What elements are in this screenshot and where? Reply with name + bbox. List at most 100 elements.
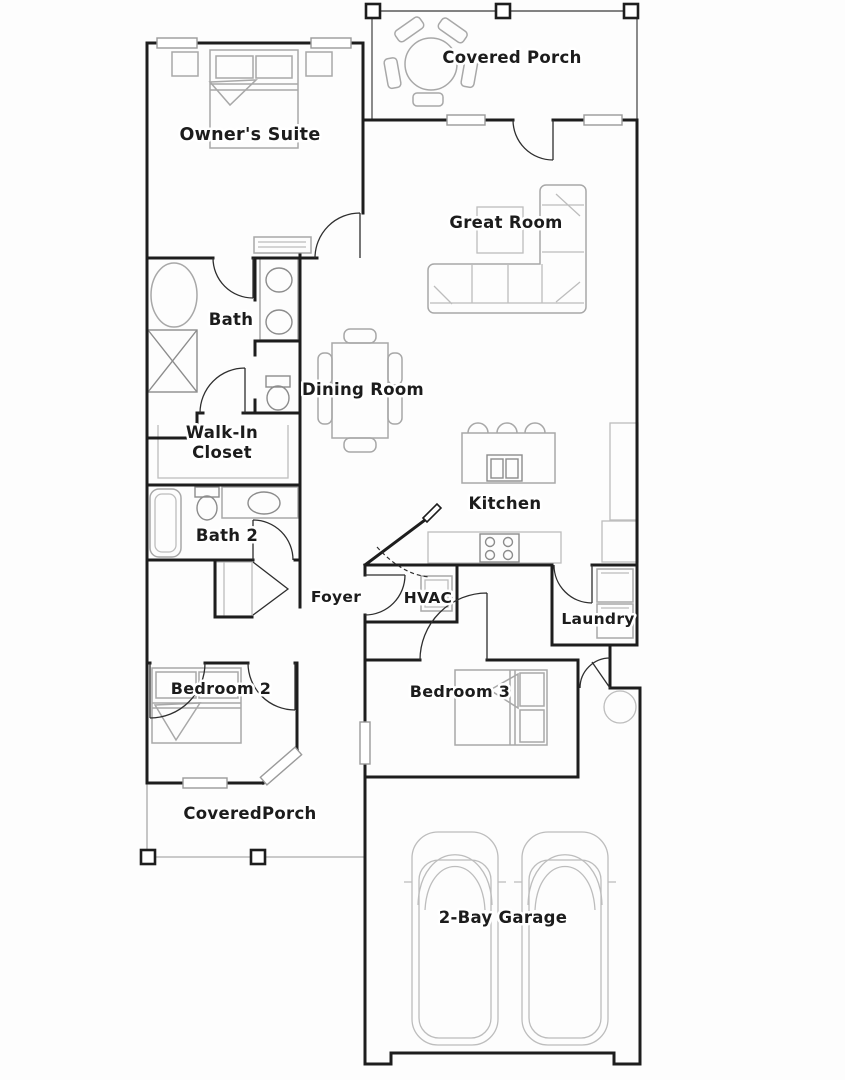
bathtub <box>150 262 198 328</box>
door-swing <box>512 119 554 161</box>
dining-chair <box>387 352 403 386</box>
nightstand <box>305 51 333 77</box>
dining-chair <box>317 391 333 425</box>
bedroom3-furniture <box>454 669 548 746</box>
porch-post <box>364 2 382 20</box>
kitchen-island <box>461 432 556 484</box>
windows <box>156 37 623 789</box>
bar-stool <box>496 422 518 434</box>
door-swing <box>314 212 361 259</box>
bed <box>454 669 548 746</box>
dresser <box>253 236 312 254</box>
bed <box>208 49 299 149</box>
utility-fixtures <box>420 568 637 724</box>
window <box>583 114 623 126</box>
interior-walls <box>145 253 639 779</box>
water-heater <box>603 690 637 724</box>
patio-chair <box>412 92 444 107</box>
porch-post <box>249 848 267 866</box>
bifold-door <box>252 561 290 616</box>
closet-shelf <box>215 561 253 617</box>
room-label-walk-in-closet-line1: Walk-In <box>186 423 258 442</box>
bar-stool <box>467 422 489 434</box>
door-swing <box>419 592 488 661</box>
door-swing <box>364 574 406 616</box>
dining-chair <box>387 391 403 425</box>
door-swing <box>252 519 294 561</box>
room-labels: Owner's Suite Covered Porch Great Room B… <box>168 46 637 930</box>
covered-porch-top-outline <box>364 2 640 120</box>
door-swing <box>149 662 206 719</box>
room-label-bedroom-3: Bedroom 3 <box>410 682 510 701</box>
refrigerator <box>601 520 639 563</box>
window <box>182 777 228 789</box>
bar-stool <box>524 422 546 434</box>
patio-chair <box>394 16 425 43</box>
sofa-sectional <box>427 184 587 314</box>
room-label-walk-in-closet-line2: Closet <box>192 443 252 462</box>
room-label-kitchen: Kitchen <box>469 494 542 513</box>
room-label-garage: 2-Bay Garage <box>439 908 568 927</box>
bedroom2-furniture <box>151 667 242 744</box>
room-label-dining-room: Dining Room <box>302 380 424 399</box>
room-label-covered-porch: Covered Porch <box>442 48 581 67</box>
toilet <box>265 375 291 411</box>
owners-suite-furniture <box>171 49 333 254</box>
bathtub <box>149 488 182 558</box>
patio-chair <box>437 17 468 44</box>
great-room-furniture <box>427 184 587 314</box>
door-swing <box>579 657 611 689</box>
door-swing <box>212 257 254 299</box>
room-label-bedroom-2: Bedroom 2 <box>171 679 271 698</box>
window <box>359 721 371 765</box>
room-label-laundry: Laundry <box>561 610 634 628</box>
shower <box>147 329 198 393</box>
dining-set <box>317 328 403 453</box>
kitchen-fixtures <box>427 422 639 564</box>
washer <box>596 568 634 603</box>
round-patio-table <box>404 37 458 91</box>
closet-shelf <box>157 425 289 479</box>
window <box>310 37 352 49</box>
door-swing <box>199 367 246 414</box>
front-door-swing <box>376 546 431 578</box>
patio-chair <box>460 56 479 89</box>
coffee-table <box>476 206 524 254</box>
pantry-cabinet <box>609 422 639 521</box>
dining-chair <box>343 328 377 344</box>
door-swing <box>553 564 593 604</box>
patio-chair <box>383 57 402 90</box>
doors <box>149 119 611 719</box>
bed <box>151 667 242 744</box>
garage-contents <box>404 831 616 1046</box>
vanity-sink <box>221 486 299 519</box>
room-label-owners-suite: Owner's Suite <box>179 125 320 145</box>
window <box>259 746 303 786</box>
room-label-great-room: Great Room <box>449 213 562 232</box>
dining-chair <box>343 437 377 453</box>
nightstand <box>171 51 199 77</box>
front-door-leaf <box>421 502 443 524</box>
room-label-bath: Bath <box>209 310 254 329</box>
hvac-unit <box>420 575 453 612</box>
kitchen-counter <box>427 531 562 564</box>
porch-post <box>494 2 512 20</box>
stove <box>479 533 520 563</box>
bath2-fixtures <box>149 486 299 617</box>
room-label-foyer: Foyer <box>311 588 361 606</box>
window <box>446 114 486 126</box>
room-label-bath-2: Bath 2 <box>196 526 258 545</box>
room-label-covered-porch-rear: CoveredPorch <box>183 804 316 823</box>
dining-chair <box>317 352 333 386</box>
window <box>156 37 198 49</box>
porch-post <box>622 2 640 20</box>
dryer <box>596 603 634 639</box>
vanity-sink <box>259 257 299 341</box>
patio-set <box>383 16 479 107</box>
car <box>404 831 506 1046</box>
island-sink <box>486 454 523 482</box>
toilet <box>194 486 220 521</box>
car <box>514 831 616 1046</box>
